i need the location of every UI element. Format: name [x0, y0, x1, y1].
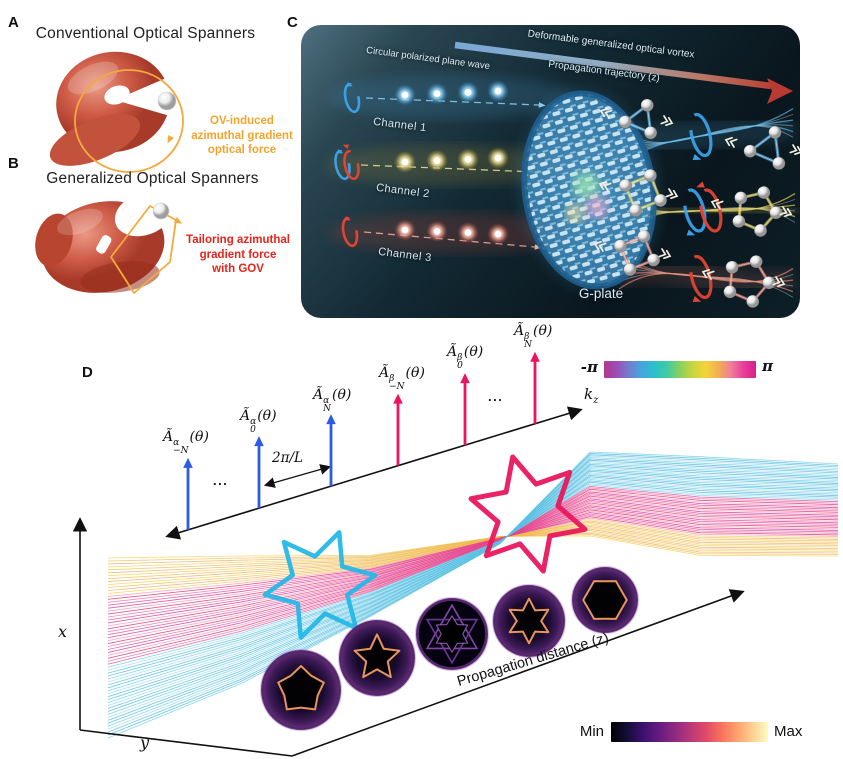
intensity-insets: [260, 566, 639, 731]
panel-a-label: A: [8, 14, 19, 31]
ray-fan: [107, 451, 839, 739]
trapped-particle: [157, 91, 177, 111]
generalized-spanner-shape: [35, 191, 174, 293]
g-plate: [508, 78, 670, 302]
g-plate-label: G-plate: [578, 286, 624, 301]
intensity-max-label: Max: [774, 723, 803, 740]
panel-d-label: D: [82, 364, 93, 381]
gplate-illustration: [326, 41, 800, 309]
intensity-min-label: Min: [579, 723, 604, 740]
phase-max-label: π: [762, 357, 773, 375]
ellipsis-beta: ...: [488, 389, 504, 404]
panel-a-title: Conventional Optical Spanners: [35, 25, 256, 42]
y-axis-label: y: [140, 733, 150, 752]
x-axis-label: x: [58, 622, 68, 641]
mode-spacing-label: 2π/L: [272, 450, 303, 466]
gov-spectrum-diagram: [72, 351, 839, 757]
phase-min-label: -π: [580, 358, 598, 376]
intensity-colorbar: [611, 722, 768, 742]
panel-b-title: Generalized Optical Spanners: [46, 170, 259, 187]
spectrum-arrows: [183, 351, 540, 530]
gov-orbit: [110, 202, 183, 294]
gplate-scene: Deformable generalized optical vortex Pr…: [301, 25, 800, 318]
ellipsis-alpha: ...: [213, 473, 229, 488]
panel-c-label: C: [287, 14, 298, 31]
kz-axis-label: kz: [584, 385, 599, 406]
panel-b-label: B: [8, 155, 19, 172]
trapped-particle: [152, 202, 170, 220]
spanner-illustrations: [35, 51, 184, 294]
phase-colorbar: [604, 361, 756, 378]
ov-orbit: [74, 69, 184, 173]
axes: [72, 406, 745, 757]
propagation-arrow: [454, 41, 793, 104]
conventional-spanner-shape: [49, 51, 184, 166]
